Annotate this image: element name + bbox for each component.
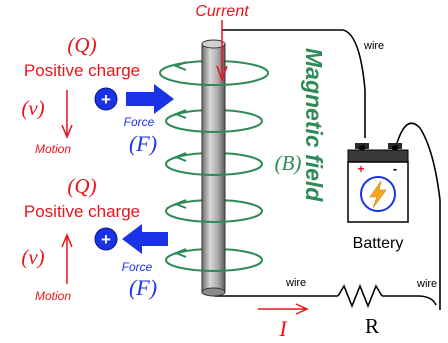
battery-minus-label: -: [393, 161, 397, 176]
resistor-label: R: [365, 314, 379, 338]
lightning-bolt-icon: [369, 180, 387, 209]
top-f-label: (F): [129, 131, 157, 156]
bottom-q-label: (Q): [67, 174, 96, 198]
wire-mid-label: wire: [285, 277, 306, 289]
bottom-motion-label: Motion: [35, 289, 71, 303]
top-motion-label: Motion: [35, 142, 71, 156]
battery-plus-label: +: [357, 162, 364, 176]
bottom-motion-arrow: [61, 233, 73, 284]
top-motion-arrow: [61, 90, 73, 139]
bottom-force-arrow: [122, 224, 168, 254]
battery: [347, 143, 409, 223]
resistor: [337, 283, 383, 309]
top-positive-charge-label: Positive charge: [24, 61, 140, 80]
field-loop-arrowheads: [173, 61, 187, 258]
bottom-charge-circle: [94, 227, 118, 251]
top-force-arrow: [126, 84, 174, 114]
bottom-force-label: Force: [122, 260, 153, 274]
b-symbol-label: (B): [275, 151, 302, 175]
wire-bottom-right: [382, 295, 437, 306]
wire-right-label: wire: [416, 278, 437, 290]
current-label: Current: [195, 3, 249, 20]
current-symbol-label: I: [278, 316, 288, 341]
wire-top-label: wire: [363, 40, 384, 52]
bottom-v-label: (v): [21, 245, 44, 269]
conductor: [201, 39, 226, 297]
field-loops-front: [159, 72, 269, 272]
wire-battery-right: [394, 122, 441, 310]
top-force-label: Force: [124, 115, 155, 129]
top-q-label: (Q): [67, 33, 96, 57]
current-arrowhead: [216, 65, 228, 83]
top-v-label: (v): [21, 96, 44, 120]
magnetic-field-label: Magnetic field: [301, 48, 327, 202]
top-charge-circle: [94, 87, 118, 111]
bottom-charge-sign: +: [101, 230, 111, 249]
current-direction-arrow: [258, 303, 309, 315]
top-charge-sign: +: [101, 90, 111, 109]
wire-top: [222, 29, 366, 138]
bottom-positive-charge-label: Positive charge: [24, 202, 140, 221]
battery-label: Battery: [353, 235, 404, 252]
bottom-f-label: (F): [129, 275, 157, 300]
